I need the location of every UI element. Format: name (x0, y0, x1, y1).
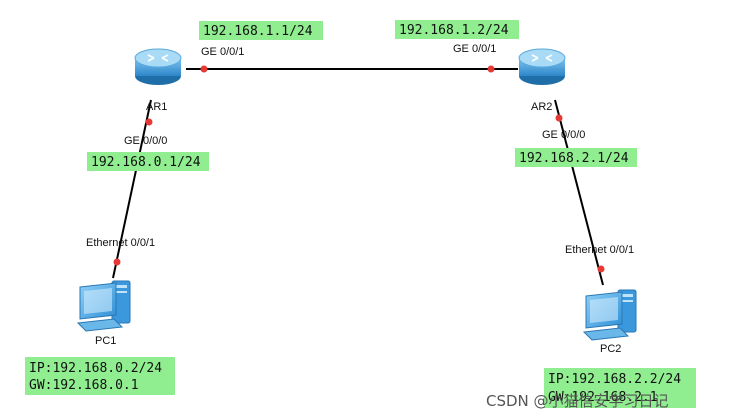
router-icon (134, 48, 182, 86)
csdn-watermark: CSDN @小猫信安学习日记 (486, 392, 669, 410)
ip-label-ar2-ge001: 192.168.1.2/24 (399, 23, 509, 38)
port-label-pc1-eth: Ethernet 0/0/1 (86, 237, 155, 249)
ip-label-ar1-ge000: 192.168.0.1/24 (91, 155, 201, 170)
router-icon (518, 48, 566, 86)
port-dot-ar1-ge001 (200, 65, 208, 73)
port-dot-ar2-ge000 (555, 114, 563, 122)
router-ar1-label: AR1 (146, 101, 167, 113)
link-ar1-pc1[interactable] (112, 99, 152, 279)
port-label-ar2-ge001: GE 0/0/1 (453, 43, 496, 55)
links (112, 68, 604, 286)
port-label-ar2-ge000: GE 0/0/0 (542, 129, 585, 141)
pc-pc2[interactable] (583, 289, 637, 341)
link-ar2-pc2[interactable] (554, 99, 604, 286)
pc2-label: PC2 (600, 343, 621, 355)
pc2-gw-text: GW:192.168.2.1 (548, 390, 658, 405)
port-dot-pc1-eth (113, 258, 121, 266)
port-label-ar1-ge001: GE 0/0/1 (201, 46, 244, 58)
port-label-ar1-ge000: GE 0/0/0 (124, 135, 167, 147)
port-dots (113, 65, 605, 273)
ip-label-backgrounds (25, 20, 696, 408)
router-ar1[interactable] (134, 48, 182, 86)
port-dot-ar2-ge001 (487, 65, 495, 73)
router-ar2-label: AR2 (531, 101, 552, 113)
pc1-gw-text: GW:192.168.0.1 (29, 378, 139, 393)
pc1-ip-text: IP:192.168.0.2/24 (29, 361, 162, 376)
router-ar2[interactable] (518, 48, 566, 86)
port-dot-ar1-ge000 (145, 118, 153, 126)
port-dot-pc2-eth (597, 265, 605, 273)
pc-icon (583, 289, 637, 341)
pc-icon (77, 280, 131, 332)
ip-label-ar1-ge001: 192.168.1.1/24 (203, 24, 313, 39)
port-label-pc2-eth: Ethernet 0/0/1 (565, 244, 634, 256)
ip-label-ar2-ge000: 192.168.2.1/24 (519, 151, 629, 166)
pc1-label: PC1 (95, 335, 116, 347)
pc-pc1[interactable] (77, 280, 131, 332)
pc2-ip-text: IP:192.168.2.2/24 (548, 372, 681, 387)
